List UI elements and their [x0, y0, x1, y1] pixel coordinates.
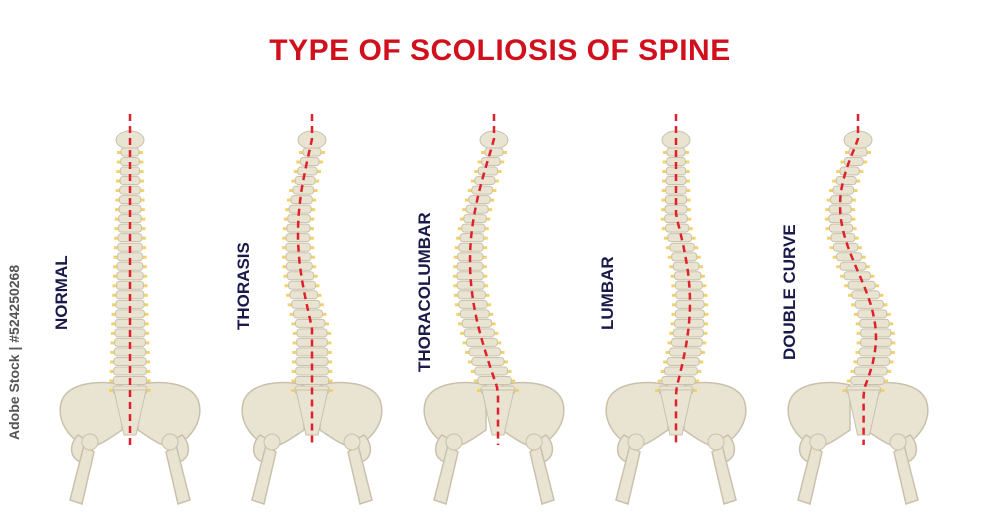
vertebra: [468, 195, 491, 205]
spine-label-thoracolumbar: THORACOLUMBAR: [415, 212, 434, 372]
vertebra: [832, 185, 855, 195]
vertebra: [292, 185, 315, 195]
vertebra: [474, 176, 496, 186]
vertebra: [293, 309, 323, 319]
vertebra: [484, 147, 504, 157]
spine-illustration: [605, 114, 747, 505]
vertebra: [843, 271, 871, 281]
pelvis: [787, 381, 929, 505]
spine-panel-thoracolumbar: [404, 100, 584, 510]
vertebra: [294, 176, 316, 186]
vertebra: [290, 195, 313, 205]
pelvis: [605, 381, 747, 505]
spine-label-normal: NORMAL: [52, 255, 71, 330]
spine-panel-thoracic: [222, 100, 402, 510]
vertebra: [828, 214, 852, 224]
vertebra: [835, 176, 857, 186]
pelvis: [59, 381, 201, 505]
vertebra: [481, 157, 501, 167]
vertebra: [830, 233, 856, 243]
spine-illustration: [787, 114, 929, 505]
spine-label-thoracic: THORASIS: [234, 242, 253, 330]
spine-illustration: [59, 114, 201, 505]
spine-label-lumbar: LUMBAR: [598, 256, 617, 330]
spine-illustration: [423, 114, 565, 505]
spine-panel-lumbar: [586, 100, 766, 510]
vertebra: [465, 204, 489, 214]
spine-midline: [296, 114, 314, 445]
vertebra: [299, 157, 320, 167]
vertebra: [665, 223, 690, 233]
vertebra: [669, 242, 695, 252]
vertebra: [671, 252, 698, 262]
page-title: TYPE OF SCOLIOSIS OF SPINE: [269, 34, 731, 67]
pelvis: [241, 381, 383, 505]
spine-label-double: DOUBLE CURVE: [780, 224, 799, 360]
sacrum: [846, 389, 881, 436]
vertebra: [839, 261, 867, 271]
spine-panel-normal: [40, 100, 220, 510]
watermark-text: Adobe Stock | #524250268: [6, 264, 22, 440]
vertebra: [836, 252, 863, 262]
pelvis: [423, 381, 565, 505]
spine-midline: [838, 114, 878, 445]
vertebra: [471, 185, 493, 195]
vertebra: [302, 147, 322, 157]
vertebra: [832, 242, 859, 252]
vertebra: [463, 214, 487, 224]
vertebra: [297, 166, 318, 176]
spine-midline: [674, 114, 692, 445]
sacrum: [113, 389, 147, 436]
vertebra: [459, 309, 490, 319]
spine-illustration: [241, 114, 383, 505]
vertebra: [839, 166, 860, 176]
spine-midline: [468, 114, 500, 445]
vertebra: [477, 166, 498, 176]
spine-panel-double: [768, 100, 948, 510]
